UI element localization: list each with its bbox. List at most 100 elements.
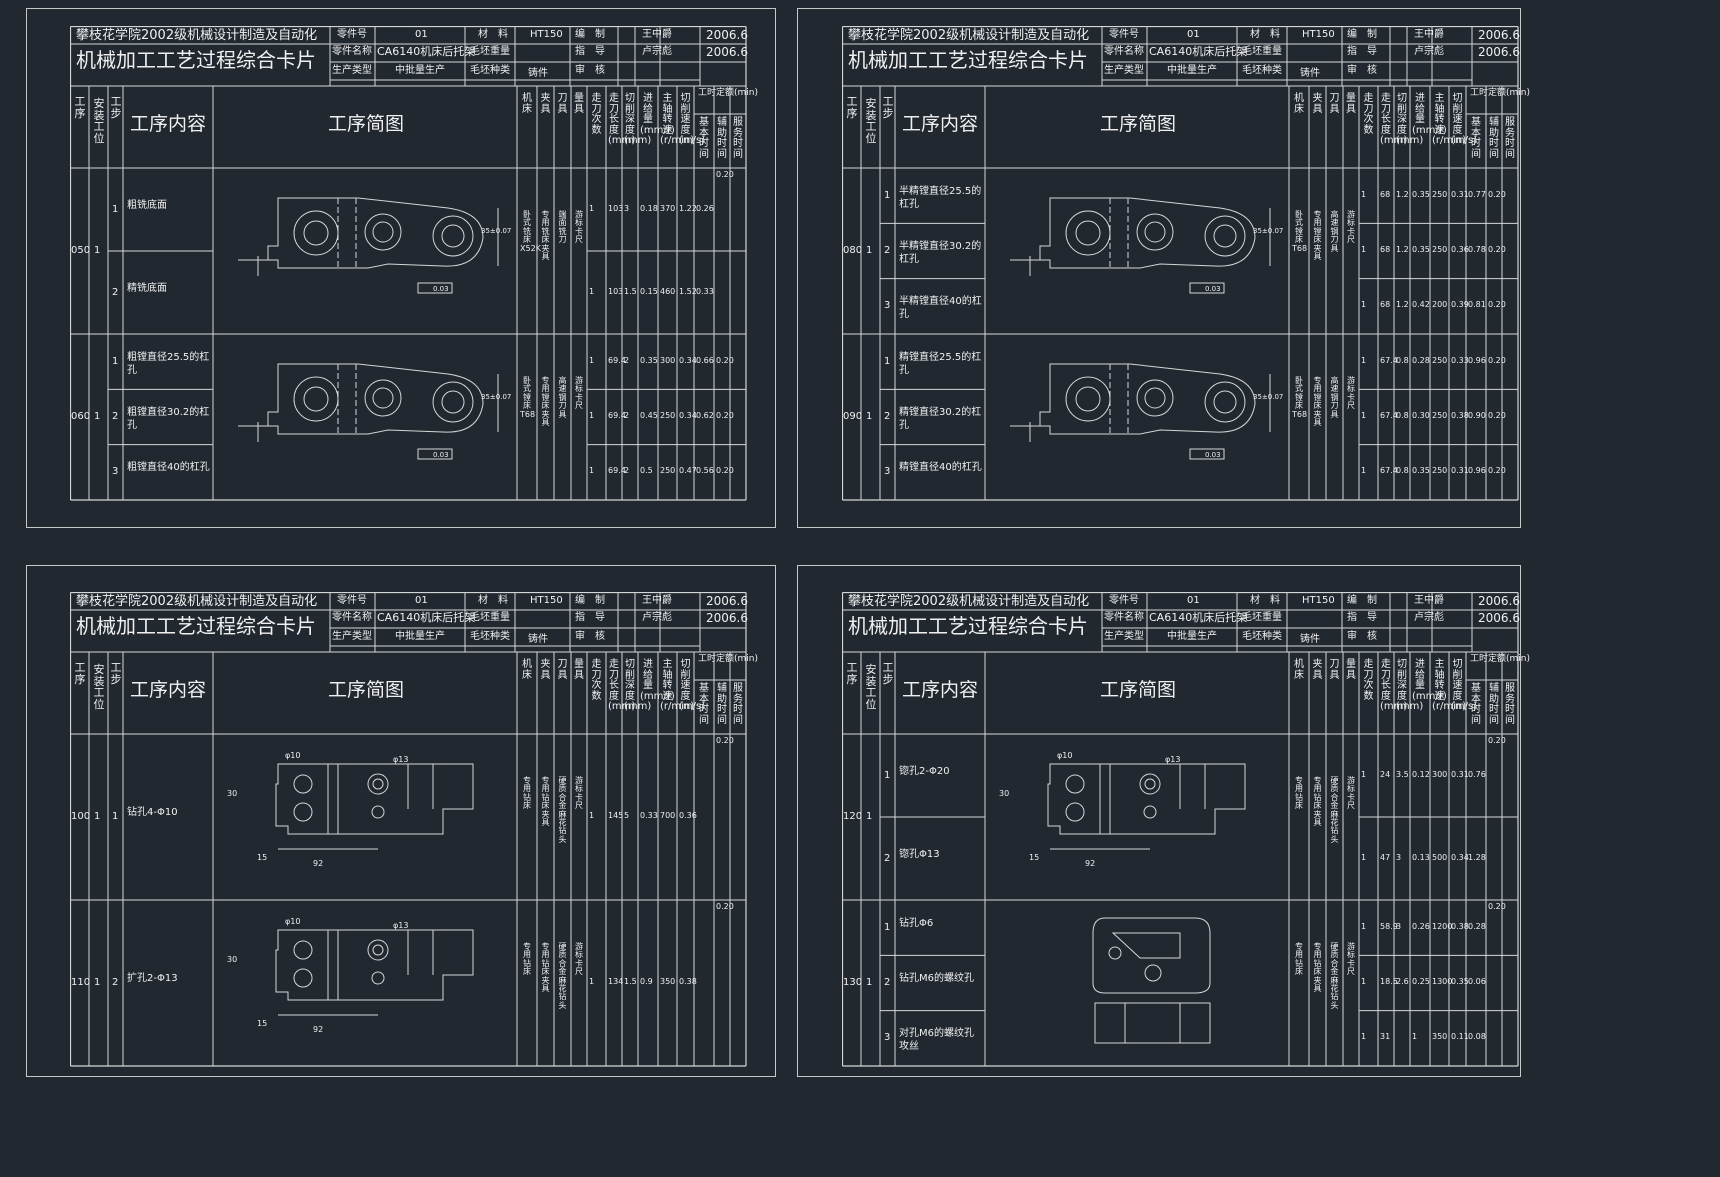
part-name-label: 零件名称: [1104, 46, 1144, 57]
dimension-label: 92: [313, 1025, 324, 1034]
step-content: 精镗直径25.5的杠孔: [899, 351, 982, 376]
col-tool-header: 刀具: [557, 659, 568, 681]
step-content: 半精镗直径30.2的杠孔: [899, 241, 982, 265]
card-grid: [842, 592, 1519, 1067]
col-depth-header: 切削深度(mm): [1396, 659, 1424, 712]
prod-type-label: 生产类型: [332, 65, 372, 76]
col-length-header: 走刀长度(mm): [1380, 659, 1408, 712]
date-value: 2006.6: [1478, 28, 1520, 42]
machine-value: 卧式镗床T68: [1292, 376, 1308, 419]
editor-value: 王中爵: [1414, 29, 1444, 40]
material-label: 材 料: [1250, 595, 1280, 606]
school-title: 攀枝花学院2002级机械设计制造及自动化: [848, 594, 1090, 609]
step-cut-value: 0.38: [1451, 921, 1469, 931]
part-no-value: 01: [1187, 595, 1200, 606]
col-tool-header: 刀具: [1329, 93, 1340, 115]
col-gauge-header: 量具: [1346, 659, 1356, 681]
step-aux-value: 0.20: [716, 355, 734, 365]
step-feed-value: 0.35: [640, 355, 658, 365]
step-content: 锪孔Φ13: [899, 848, 940, 860]
step-cut-value: 0.31: [1451, 466, 1469, 476]
step-base-value: 0.90: [1468, 411, 1486, 420]
step-length-value: 134: [608, 977, 624, 986]
op-number: 080: [843, 245, 863, 256]
step-depth-value: 3.5: [1396, 769, 1409, 779]
editor-value: 王中爵: [642, 29, 672, 40]
step-feed-value: 0.9: [640, 977, 653, 986]
col-step-header: 工步: [882, 95, 894, 120]
step-base-value: 0.28: [1468, 921, 1486, 931]
col-op-header: 工序: [74, 95, 86, 120]
dimension-label: 35±0.07: [1253, 227, 1284, 235]
col-setup-header: 安装工位: [93, 663, 105, 711]
step-number: 3: [112, 466, 119, 478]
blank-type-value: 铸件: [528, 68, 548, 79]
machine-value: 专用钻床: [523, 942, 531, 977]
step-speed-value: 200: [1432, 300, 1448, 310]
col-sketch-header: 工序简图: [328, 679, 405, 701]
part-no-label: 零件号: [337, 595, 367, 606]
machine-value: 卧式镗床T68: [1292, 210, 1308, 253]
machine-value: 专用钻床: [1295, 942, 1303, 977]
step-feed-value: 0.13: [1412, 852, 1430, 862]
card-title: 机械加工工艺过程综合卡片: [76, 48, 316, 72]
school-title: 攀枝花学院2002级机械设计制造及自动化: [76, 594, 318, 609]
step-cut-value: 0.34: [679, 411, 697, 420]
step-base-value: 0.56: [696, 466, 714, 476]
prod-type-label: 生产类型: [332, 631, 372, 642]
step-aux-value: 0.20: [1488, 411, 1506, 420]
dimension-label: 35±0.07: [481, 227, 512, 235]
machine-value: 专用钻床: [1295, 776, 1303, 811]
material-label: 材 料: [478, 595, 508, 606]
step-number: 2: [112, 286, 119, 298]
gauge-value: 游标卡尺: [575, 210, 583, 245]
step-aux-value: 0.20: [1488, 466, 1506, 476]
part-name-value: CA6140机床后托架: [1149, 45, 1248, 58]
fixture-value: 专用镗床夹具: [1313, 210, 1322, 261]
blank-type-label: 毛坯种类: [1242, 65, 1282, 76]
col-serv_time-header: 服务时间: [733, 117, 743, 160]
guide-label: 指 导: [1347, 612, 1377, 623]
step-content: 半精镗直径25.5的杠孔: [899, 185, 982, 210]
col-cut_speed-header: 切削速度(m/s): [679, 659, 706, 712]
col-gauge-header: 量具: [574, 93, 584, 115]
card-title: 机械加工工艺过程综合卡片: [76, 614, 316, 638]
prod-type-value: 中批量生产: [1167, 65, 1217, 76]
step-length-value: 68: [1380, 300, 1391, 310]
gauge-value: 游标卡尺: [575, 376, 583, 411]
col-time-quota-header: 工时定额(min): [1470, 88, 1530, 98]
step-cut-value: 0.34: [1451, 852, 1469, 862]
part-name-value: CA6140机床后托架: [377, 45, 476, 58]
col-feed-header: 进给量(mm/r): [640, 93, 675, 136]
part-no-label: 零件号: [337, 29, 367, 40]
step-content: 精镗直径40的杠孔: [899, 462, 982, 474]
step-base-value: 0.33: [696, 286, 714, 296]
drawing-sheet-frame: [797, 8, 1521, 528]
col-gauge-header: 量具: [574, 659, 584, 681]
part-sketch: [1010, 197, 1271, 294]
col-time-quota-header: 工时定额(min): [698, 654, 758, 664]
col-op-header: 工序: [846, 661, 858, 686]
step-base-value: 0.96: [1468, 355, 1486, 365]
drawing-sheet-frame: [26, 8, 776, 528]
setup-number: 1: [866, 811, 873, 822]
step-content: 钻孔4-Φ10: [127, 807, 178, 818]
step-aux-value: 0.20: [1488, 300, 1506, 310]
part-no-value: 01: [415, 29, 428, 40]
machine-value: 卧式铣床X52K: [520, 210, 541, 253]
op-number: 050: [71, 245, 91, 256]
step-number: 2: [112, 411, 119, 422]
step-depth-value: 0.8: [1396, 411, 1409, 420]
step-passes-value: 1: [1361, 769, 1367, 779]
step-number: 2: [884, 411, 891, 422]
step-cut-value: 0.36: [1451, 245, 1469, 254]
col-step-header: 工步: [110, 95, 122, 120]
step-passes-value: 1: [1361, 411, 1367, 420]
step-base-value: 0.96: [1468, 466, 1486, 476]
editor-label: 编 制: [575, 29, 605, 40]
step-feed-value: 0.30: [1412, 411, 1430, 420]
step-content: 粗镗直径40的杠孔: [127, 462, 210, 474]
step-number: 2: [884, 852, 891, 864]
setup-number: 1: [94, 977, 101, 988]
